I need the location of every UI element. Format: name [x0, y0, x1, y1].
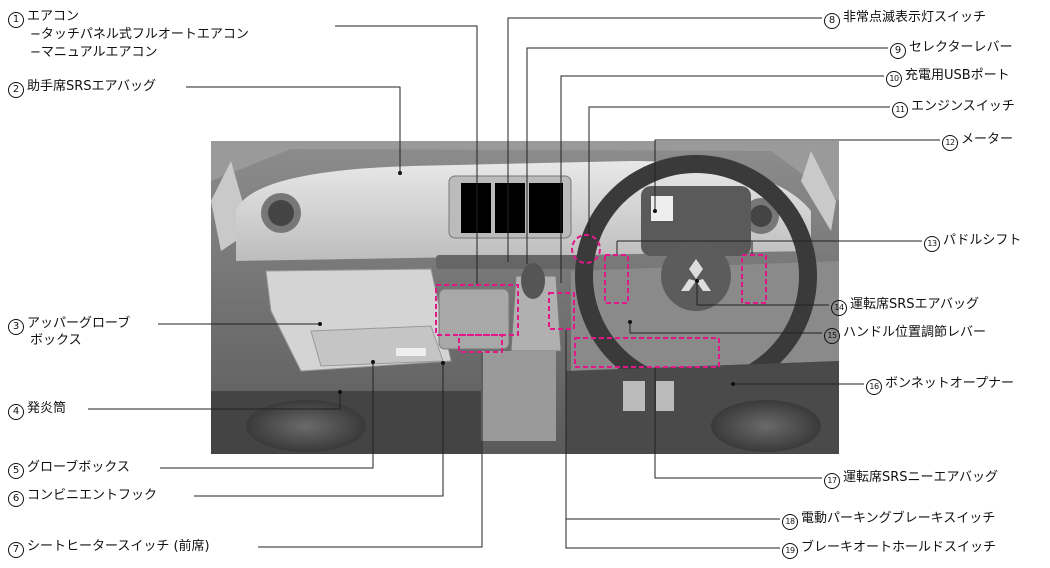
callout-number: 8	[824, 13, 840, 29]
callout-number: 6	[8, 491, 24, 507]
callout-text: ブレーキオートホールドスイッチ	[801, 540, 997, 555]
callout-text: 発炎筒	[27, 401, 67, 416]
callout-number: 18	[782, 514, 798, 530]
callout-number: 3	[8, 319, 24, 335]
callout-text: 助手席SRSエアバッグ	[27, 79, 157, 94]
callout-number: 11	[892, 102, 908, 118]
callout-number: 2	[8, 82, 24, 98]
callout-number: 1	[8, 12, 24, 28]
callout-number: 19	[782, 543, 798, 559]
callout-number: 14	[831, 300, 847, 316]
callout-text: アッパーグローブ	[27, 316, 131, 331]
callout-number: 13	[924, 236, 940, 252]
callout-text: エアコン	[27, 9, 80, 24]
callout-text: 運転席SRSエアバッグ	[850, 297, 980, 312]
callout-text: セレクターレバー	[909, 40, 1013, 55]
callout-text: 非常点滅表示灯スイッチ	[843, 10, 987, 25]
callout-text: ハンドル位置調節レバー	[843, 325, 987, 340]
callout-1-sub-b: −マニュアルエアコン	[30, 45, 158, 60]
callout-text: シートヒータースイッチ (前席)	[27, 539, 210, 554]
callout-3-sub: ボックス	[30, 333, 82, 348]
callout-number: 16	[866, 379, 882, 395]
callout-number: 9	[890, 43, 906, 59]
callout-text: グローブボックス	[27, 460, 130, 475]
callout-number: 12	[942, 135, 958, 151]
callout-text: メーター	[961, 132, 1014, 147]
callout-number: 15	[824, 328, 840, 344]
callout-text: 電動パーキングブレーキスイッチ	[801, 511, 996, 526]
callout-number: 4	[8, 404, 24, 420]
callout-text: ボンネットオープナー	[885, 376, 1014, 391]
callout-text: エンジンスイッチ	[911, 99, 1015, 114]
dashboard-illustration	[211, 141, 839, 454]
callout-1-sub-a: −タッチパネル式フルオートエアコン	[30, 27, 249, 42]
callout-text: パドルシフト	[943, 233, 1022, 248]
callout-number: 10	[886, 71, 902, 87]
callout-text: 運転席SRSニーエアバッグ	[843, 470, 999, 485]
callout-text: 充電用USBポート	[905, 68, 1010, 83]
callout-number: 7	[8, 542, 24, 558]
callout-number: 5	[8, 463, 24, 479]
callout-text: コンビニエントフック	[27, 488, 158, 503]
callout-number: 17	[824, 473, 840, 489]
